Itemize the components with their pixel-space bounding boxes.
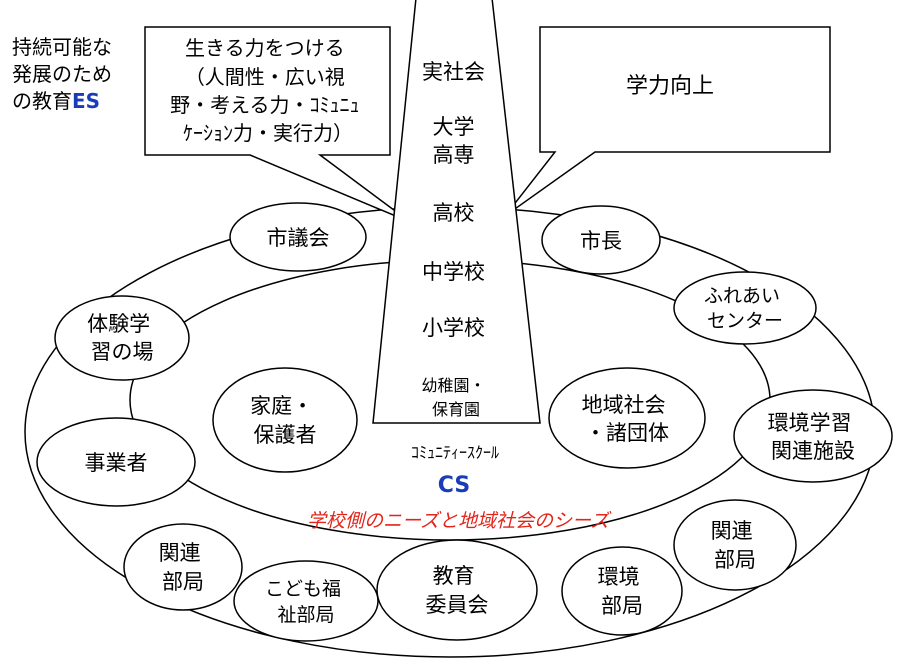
node-related-dept-left [123, 523, 243, 611]
node-board-line-2: 委員会 [426, 593, 489, 617]
es-title-line-3: の教育 [12, 89, 72, 113]
node-family [212, 367, 358, 473]
es-title-line-1: 持続可能な [12, 35, 112, 59]
node-related-right-line-1: 関連 [711, 519, 753, 543]
svg-text:関連 部局: 関連 部局 [159, 541, 208, 594]
node-business [36, 417, 196, 507]
node-fureai-line-1: ふれあい [704, 285, 780, 307]
node-experience-place [54, 295, 190, 381]
node-fureai-center [673, 271, 817, 345]
node-city-council [229, 202, 367, 272]
tower-item-university: 大学 [432, 115, 474, 139]
node-env-facility-line-2: 関連施設 [771, 439, 855, 463]
callout-left-line-4: ｹｰｼｮﾝ力・実行力） [183, 121, 353, 145]
node-board-line-1: 教育 [433, 564, 475, 588]
svg-text:家庭・ 保護者: 家庭・ 保護者 [250, 394, 320, 447]
callout-right-text: 学力向上 [626, 74, 714, 99]
node-related-dept-right [673, 499, 797, 591]
node-children-line-2: 祉部局 [277, 604, 334, 626]
node-children-welfare [233, 560, 379, 642]
callout-right [504, 26, 831, 217]
svg-text:環境 部局: 環境 部局 [598, 565, 647, 618]
svg-text:環境学習 関連施設: 環境学習 関連施設 [768, 411, 859, 463]
node-experience-line-1: 体験学 [87, 312, 150, 336]
needs-seeds-caption: 学校側のニーズと地域社会のシーズ [307, 510, 612, 532]
node-regional-society [548, 367, 706, 469]
node-children-line-1: こども福 [265, 578, 341, 600]
node-env-dept-line-2: 部局 [601, 594, 643, 618]
tower-item-juniorhigh: 中学校 [422, 260, 485, 284]
svg-text:体験学 習の場: 体験学 習の場 [87, 312, 157, 364]
node-regional-line-1: 地域社会 [582, 393, 666, 417]
tower-item-nursery: 保育園 [432, 400, 480, 419]
tower-item-society: 実社会 [422, 60, 485, 84]
es-title: 持続可能な 発展のため の教育ES [12, 34, 112, 115]
callout-left-line-3: 野・考える力・ｺﾐｭﾆｭ [170, 93, 359, 117]
node-family-line-2: 保護者 [254, 423, 317, 447]
tower-item-highschool: 高校 [432, 201, 474, 225]
node-mayor-label: 市長 [580, 229, 622, 253]
community-school-label: ｺﾐｭﾆﾃｨｰｽｸｰﾙ [411, 443, 499, 462]
node-mayor [541, 205, 661, 275]
node-env-learning-facility [733, 389, 893, 483]
es-title-line-2: 発展のため [12, 62, 112, 86]
node-experience-line-2: 習の場 [91, 340, 154, 364]
callout-left-line-1: 生きる力をつける [185, 36, 345, 60]
school-tower [372, 0, 541, 424]
node-city-council-label: 市議会 [267, 226, 330, 250]
tower-item-elementary: 小学校 [422, 316, 485, 340]
svg-text:こども福 祉部局: こども福 祉部局 [265, 578, 347, 626]
node-fureai-line-2: センター [707, 310, 783, 332]
svg-text:地域社会 ・諸団体: 地域社会 ・諸団体 [582, 393, 673, 445]
node-related-right-line-2: 部局 [714, 548, 756, 572]
node-related-left-line-2: 部局 [162, 570, 204, 594]
tower-item-kindergarten: 幼稚園・ [421, 376, 485, 395]
callout-left [144, 26, 411, 223]
tower-item-kosen: 高専 [432, 143, 474, 167]
svg-text:生きる力をつける （人間性・広い視 野・考え: 生きる力をつける （人間性・広い視 野・考える力・ｺﾐｭﾆｭ ｹｰｼｮﾝ力・実行… [170, 36, 366, 145]
es-abbr: ES [72, 89, 101, 113]
node-family-line-1: 家庭・ [250, 394, 313, 418]
node-board-of-education [376, 539, 538, 641]
node-business-label: 事業者 [85, 451, 148, 475]
svg-text:ふれあい センター: ふれあい センター [704, 285, 786, 332]
svg-text:実社会 大学 高専 高校 中: 実社会 大学 高専 高校 中学校 小学校 幼稚園・ 保育園 [421, 60, 490, 419]
cs-abbr: CS [438, 473, 470, 498]
node-env-dept-line-1: 環境 [598, 565, 640, 589]
node-regional-line-2: ・諸団体 [585, 421, 669, 445]
callout-left-line-2: （人間性・広い視 [185, 65, 345, 89]
svg-text:関連 部局: 関連 部局 [711, 519, 760, 572]
node-related-left-line-1: 関連 [159, 541, 201, 565]
node-env-dept [561, 546, 683, 636]
node-env-facility-line-1: 環境学習 [768, 411, 852, 435]
svg-text:教育 委員会: 教育 委員会 [426, 564, 489, 617]
